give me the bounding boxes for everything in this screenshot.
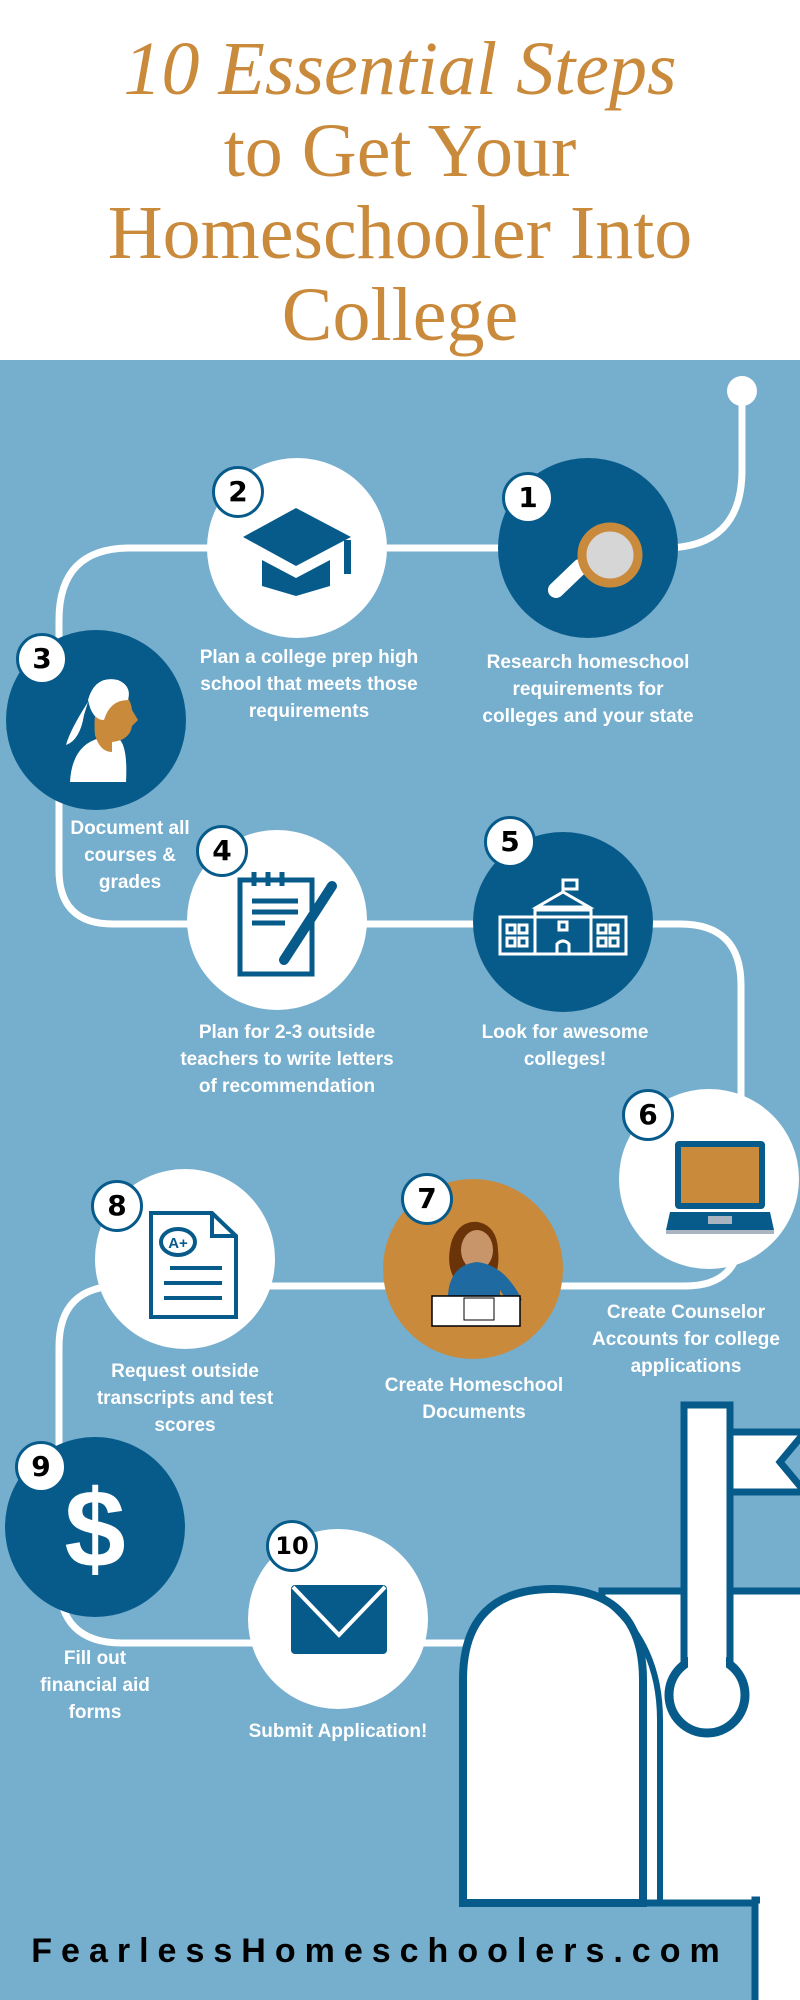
college-building-icon <box>498 878 628 956</box>
step-10-text: Submit Application! <box>248 1721 428 1742</box>
magnifier-icon <box>548 522 643 598</box>
mailbox-illustration <box>459 1401 800 2000</box>
footer-website: FearlessHomeschoolers.com <box>31 1932 729 1970</box>
flag-icon <box>664 1401 800 1738</box>
envelope-icon <box>291 1585 387 1654</box>
dollar-icon: $ <box>64 1468 125 1591</box>
step-3-badge: 3 <box>16 633 68 685</box>
student-writing-icon <box>431 1221 522 1327</box>
step-9-badge: 9 <box>15 1441 67 1493</box>
laptop-icon <box>666 1141 774 1234</box>
step-5-badge: 5 <box>484 816 536 868</box>
step-7-badge: 7 <box>401 1173 453 1225</box>
step-8-badge: 8 <box>91 1180 143 1232</box>
step-1-badge: 1 <box>502 472 554 524</box>
graded-paper-icon <box>149 1211 238 1319</box>
notepad-pencil-icon <box>237 872 337 977</box>
step-6-badge: 6 <box>622 1089 674 1141</box>
page-title: 10 Essential Steps to Get Your Homeschoo… <box>107 27 693 357</box>
path-start-dot <box>727 376 757 406</box>
graduation-cap-icon <box>243 508 351 596</box>
roadmap-path <box>55 391 746 1647</box>
grade-mark: A+ <box>168 1235 188 1252</box>
student-profile-icon <box>66 679 138 782</box>
step-2-badge: 2 <box>212 466 264 518</box>
step-4-badge: 4 <box>196 825 248 877</box>
step-10-badge: 10 <box>266 1520 318 1572</box>
